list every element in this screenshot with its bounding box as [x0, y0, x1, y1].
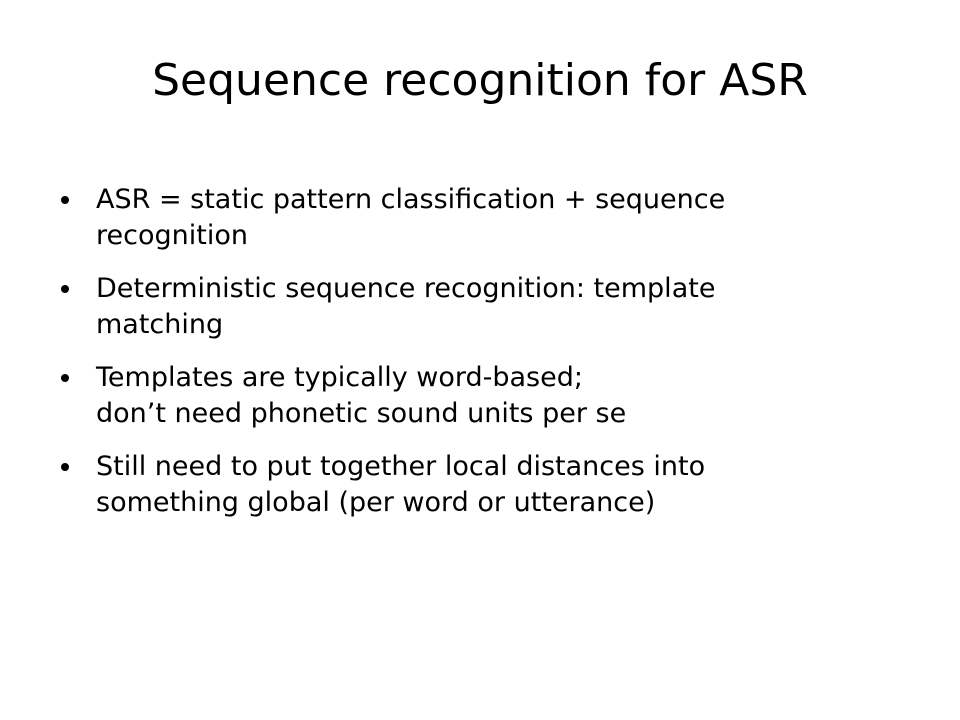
bullet-item: Templates are typically word-based; don’… — [58, 360, 878, 432]
bullet-text-line: Deterministic sequence recognition: temp… — [96, 273, 716, 304]
bullet-text-line: something global (per word or utterance) — [96, 487, 656, 518]
bullet-text-line: ASR = static pattern classification + se… — [96, 184, 726, 215]
bullet-item: ASR = static pattern classification + se… — [58, 182, 878, 254]
bullet-point-icon — [61, 463, 69, 471]
bullet-item: Still need to put together local distanc… — [58, 449, 878, 521]
bullet-text-line: recognition — [96, 220, 248, 251]
slide-title: Sequence recognition for ASR — [152, 55, 808, 106]
bullet-list: ASR = static pattern classification + se… — [58, 182, 878, 538]
bullet-text-line: don’t need phonetic sound units per se — [96, 398, 627, 429]
bullet-item: Deterministic sequence recognition: temp… — [58, 271, 878, 343]
bullet-point-icon — [61, 196, 69, 204]
bullet-point-icon — [61, 374, 69, 382]
bullet-text-line: Templates are typically word-based; — [96, 362, 583, 393]
bullet-text-line: Still need to put together local distanc… — [96, 451, 706, 482]
bullet-text-line: matching — [96, 309, 224, 340]
bullet-point-icon — [61, 285, 69, 293]
